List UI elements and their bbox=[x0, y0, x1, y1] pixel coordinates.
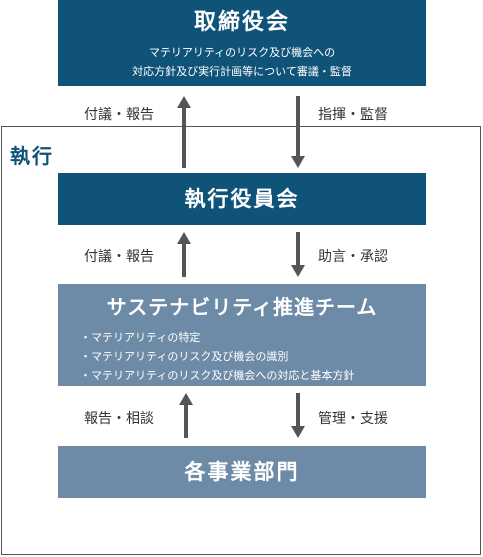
board-title: 取締役会 bbox=[193, 10, 290, 35]
label-up-to-team: 報告・相談 bbox=[84, 411, 154, 427]
arrow-down-from-board bbox=[291, 96, 305, 168]
arrow-up-to-board bbox=[177, 96, 191, 168]
sustainability-team-item: マテリアリティのリスク及び機会の識別 bbox=[80, 347, 426, 366]
arrow-down-from-committee bbox=[291, 232, 305, 277]
sustainability-team-title: サステナビリティ推進チーム bbox=[106, 295, 378, 319]
label-up-to-committee: 付議・報告 bbox=[84, 249, 154, 265]
sustainability-team-item: マテリアリティのリスク及び機会への対応と基本方針 bbox=[80, 366, 426, 385]
label-down-from-team: 管理・支援 bbox=[318, 411, 388, 427]
departments-box: 各事業部門 bbox=[58, 446, 426, 498]
label-up-to-board: 付議・報告 bbox=[84, 107, 154, 123]
arrow-up-to-team bbox=[179, 393, 193, 438]
label-down-from-board: 指揮・監督 bbox=[318, 107, 388, 123]
executive-committee-title: 執行役員会 bbox=[184, 187, 300, 211]
execution-label: 執行 bbox=[10, 144, 54, 168]
execution-frame bbox=[1, 126, 481, 555]
board-box: 取締役会 マテリアリティのリスク及び機会への 対応方針及び実行計画等について審議… bbox=[58, 0, 426, 86]
arrow-down-from-team bbox=[291, 393, 305, 438]
sustainability-team-items: マテリアリティの特定 マテリアリティのリスク及び機会の識別 マテリアリティのリス… bbox=[80, 328, 426, 385]
executive-committee-box: 執行役員会 bbox=[58, 173, 426, 225]
sustainability-team-box: サステナビリティ推進チーム マテリアリティの特定 マテリアリティのリスク及び機会… bbox=[58, 284, 426, 386]
sustainability-team-item: マテリアリティの特定 bbox=[80, 328, 426, 347]
label-down-from-committee: 助言・承認 bbox=[318, 249, 388, 265]
board-desc-line2: 対応方針及び実行計画等について審議・監督 bbox=[132, 65, 352, 78]
departments-title: 各事業部門 bbox=[184, 460, 300, 484]
board-desc-line1: マテリアリティのリスク及び機会への bbox=[148, 46, 336, 59]
arrow-up-to-committee bbox=[177, 232, 191, 277]
